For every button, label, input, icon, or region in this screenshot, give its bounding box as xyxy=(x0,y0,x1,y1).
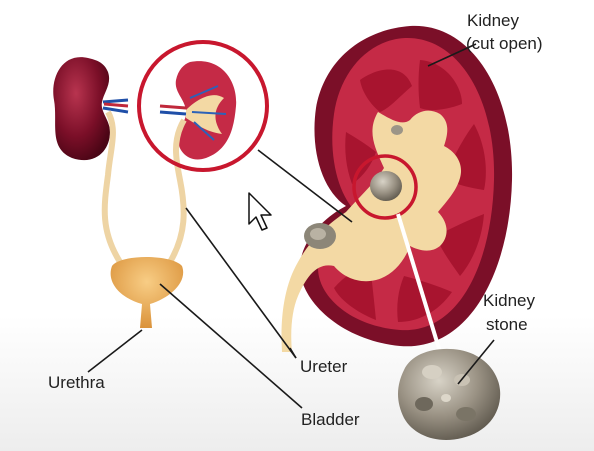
label-ureter: Ureter xyxy=(300,357,348,376)
mouse-cursor-icon xyxy=(248,192,272,231)
left-ureter xyxy=(101,110,123,264)
label-kidney-cut-line2: (cut open) xyxy=(466,34,543,53)
kidney-highlight-circle xyxy=(137,40,269,172)
label-kidney-stone-line2: stone xyxy=(486,315,528,334)
left-kidney-outer xyxy=(53,57,129,161)
stone-highlight-circle xyxy=(352,154,418,220)
right-ureter xyxy=(167,118,187,264)
stone-in-kidney xyxy=(370,171,402,201)
pointer-line-kidney-cut xyxy=(427,43,477,67)
right-kidney-cut-small xyxy=(159,61,237,160)
label-urethra: Urethra xyxy=(48,373,105,392)
label-bladder: Bladder xyxy=(301,410,360,429)
pointer-line-bladder xyxy=(159,283,303,409)
pointer-line-ureter xyxy=(185,207,297,359)
pointer-line-ureter-large xyxy=(289,347,297,359)
pointer-line-small-to-large xyxy=(257,149,353,223)
enlarged-kidney-stone xyxy=(398,348,501,440)
stone-connector xyxy=(396,213,442,353)
label-kidney-stone-line1: Kidney xyxy=(483,291,535,310)
label-kidney-cut-line1: Kidney xyxy=(467,11,519,30)
pointer-line-urethra xyxy=(87,329,143,373)
pointer-line-kidney-stone xyxy=(457,339,495,385)
large-kidney-cut xyxy=(281,25,513,352)
bladder xyxy=(110,257,184,328)
